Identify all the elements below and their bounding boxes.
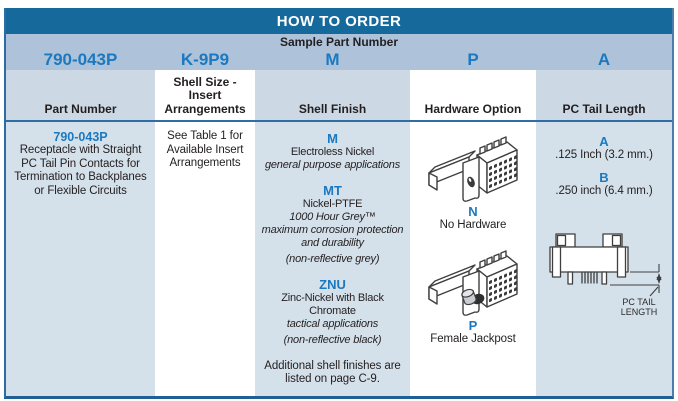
pc-tail-label-a: .125 Inch (3.2 mm.) bbox=[555, 149, 653, 161]
finish-code-mt: MT bbox=[323, 183, 342, 198]
finish-note-znu: (non-reflective black) bbox=[283, 334, 382, 346]
header-shell-finish: Shell Finish bbox=[255, 70, 410, 120]
pin-grid bbox=[489, 155, 517, 189]
header-pc-tail-length: PC Tail Length bbox=[536, 70, 672, 120]
shell-size-cell: See Table 1 for Available Insert Arrange… bbox=[155, 122, 255, 396]
finish-details-m: general purpose applications bbox=[264, 159, 401, 171]
connector-jackpost-illustration bbox=[428, 249, 518, 316]
shell-size-note: See Table 1 for Available Insert Arrange… bbox=[166, 130, 244, 169]
shell-finish-footnote: Additional shell finishes are listed on … bbox=[264, 360, 401, 385]
sample-value-hardware: P bbox=[467, 50, 479, 69]
hardware-label-p: Female Jackpost bbox=[430, 332, 516, 345]
part-number-cell: 790-043P Receptacle with Straight PC Tai… bbox=[6, 122, 155, 396]
finish-details-mt: 1000 Hour Grey™ maximum corrosion protec… bbox=[261, 211, 404, 249]
sample-value-pc-tail: A bbox=[597, 50, 611, 69]
sample-value-part-number: 790-043P bbox=[43, 50, 118, 69]
sample-value-shell-size: K-9P9 bbox=[180, 50, 230, 69]
table-title: HOW TO ORDER bbox=[276, 12, 402, 30]
finish-name-m: Electroless Nickel bbox=[290, 146, 375, 158]
how-to-order-table: HOW TO ORDER Sample Part Number 790-043P… bbox=[4, 8, 674, 399]
diagram-label-line1: PC TAIL bbox=[622, 297, 655, 307]
connector-no-hardware-illustration bbox=[428, 136, 518, 202]
finish-note-mt: (non-reflective grey) bbox=[285, 253, 380, 265]
pc-tail-label-b: .250 inch (6.4 mm.) bbox=[555, 184, 653, 197]
finish-code-m: M bbox=[327, 131, 338, 146]
finish-details-znu: tactical applications bbox=[286, 318, 379, 330]
pc-tail-length-cell: A .125 Inch (3.2 mm.) B .250 inch (6.4 m… bbox=[536, 122, 672, 396]
hardware-code-n: N bbox=[468, 204, 478, 219]
finish-name-znu: Zinc-Nickel with Black Chromate bbox=[281, 292, 384, 317]
table-body: 790-043P Receptacle with Straight PC Tai… bbox=[6, 122, 672, 396]
header-part-number: Part Number bbox=[6, 70, 155, 120]
hardware-code-p: P bbox=[468, 317, 478, 333]
finish-name-mt: Nickel-PTFE bbox=[302, 198, 363, 210]
sample-part-number-values: 790-043P K-9P9 M P A bbox=[6, 50, 672, 70]
finish-code-znu: ZNU bbox=[319, 277, 346, 292]
header-shell-size: Shell Size - Insert Arrangements bbox=[155, 70, 255, 120]
hardware-option-cell: N No Hardware bbox=[410, 122, 536, 396]
shell-finish-cell: M Electroless Nickel general purpose app… bbox=[255, 122, 410, 396]
part-number-code: 790-043P bbox=[53, 130, 108, 144]
part-number-description: Receptacle with Straight PC Tail Pin Con… bbox=[14, 144, 147, 197]
pc-tail-length-diagram: PC TAIL LENGTH bbox=[549, 233, 662, 317]
jackpost bbox=[461, 288, 485, 305]
hardware-label-n: No Hardware bbox=[439, 219, 507, 231]
diagram-label-line2: LENGTH bbox=[621, 307, 658, 317]
pc-tail-code-a: A bbox=[599, 134, 609, 149]
column-header-row: Part Number Shell Size - Insert Arrangem… bbox=[6, 70, 672, 122]
table-title-banner: HOW TO ORDER bbox=[6, 8, 672, 34]
pc-tail-code-b: B bbox=[599, 169, 609, 185]
sample-value-shell-finish: M bbox=[325, 50, 340, 69]
sample-part-number-section: Sample Part Number 790-043P K-9P9 M P A bbox=[6, 34, 672, 70]
sample-part-number-label: Sample Part Number bbox=[279, 35, 399, 49]
header-hardware-option: Hardware Option bbox=[410, 70, 536, 120]
